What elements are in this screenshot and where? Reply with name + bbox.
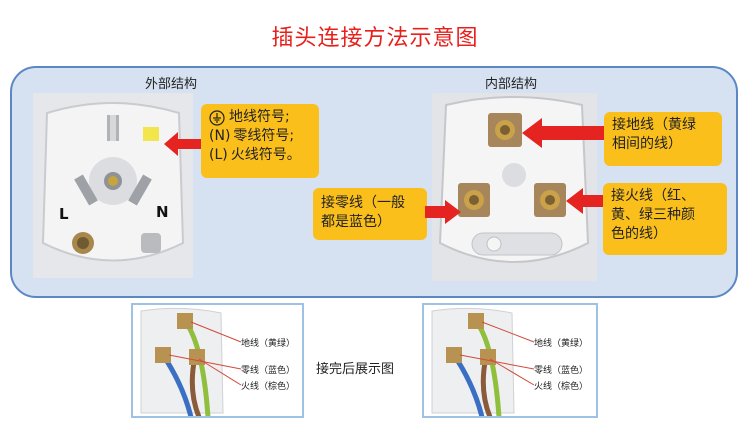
- label-l: L: [59, 205, 69, 223]
- earth-callout-line-1: 接地线（黄绿: [612, 117, 696, 133]
- page-title: 插头连接方法示意图: [271, 26, 479, 51]
- live-symbol-letter: L: [214, 147, 223, 163]
- earth-callout: 接地线（黄绿 相间的线）: [604, 112, 722, 166]
- left-live-label: 火线（棕色）: [241, 382, 296, 392]
- plug-front-illustration: [33, 93, 193, 278]
- live-symbol-text: 火线符号。: [230, 147, 301, 163]
- result-caption: 接完后展示图: [316, 362, 395, 377]
- left-earth-label: 地线（黄绿）: [241, 339, 296, 349]
- live-callout-line-3: 色的线）: [611, 226, 667, 242]
- right-neutral-label: 零线（蓝色）: [534, 366, 589, 376]
- neutral-symbol-line: (N) 零线符号;: [209, 128, 295, 144]
- neutral-symbol-letter: N: [214, 128, 225, 144]
- neutral-symbol-text: 零线符号;: [233, 128, 295, 144]
- neutral-callout-line-1: 接零线（一般: [321, 195, 405, 211]
- label-n: N: [156, 203, 169, 221]
- live-callout: 接火线（红、 黄、绿三种颜 色的线）: [603, 183, 727, 255]
- symbol-callout: 地线符号; (N) 零线符号; (L) 火线符号。: [201, 104, 319, 178]
- internal-plug-photo: [432, 93, 597, 281]
- wiring-example-left: 地线（黄绿） 零线（蓝色） 火线（棕色）: [131, 303, 304, 418]
- plug-inside-illustration: [432, 93, 597, 281]
- earth-symbol-line: 地线符号;: [209, 108, 311, 127]
- internal-heading: 内部结构: [485, 77, 538, 92]
- earth-symbol-icon: [209, 109, 225, 126]
- arrow-to-earth-terminal: [522, 118, 604, 148]
- right-live-label: 火线（棕色）: [534, 382, 589, 392]
- arrow-to-live-terminal: [566, 188, 604, 214]
- left-neutral-label: 零线（蓝色）: [241, 366, 296, 376]
- external-heading: 外部结构: [145, 77, 198, 92]
- right-earth-label: 地线（黄绿）: [534, 339, 589, 349]
- neutral-callout-line-2: 都是蓝色）: [321, 214, 391, 230]
- arrow-to-neutral-terminal: [425, 200, 461, 224]
- wiring-example-right: 地线（黄绿） 零线（蓝色） 火线（棕色）: [422, 303, 598, 418]
- neutral-callout: 接零线（一般 都是蓝色）: [313, 188, 427, 240]
- wiring-diagram-right: [431, 307, 535, 416]
- live-symbol-line: (L) 火线符号。: [209, 147, 301, 163]
- earth-callout-line-2: 相间的线）: [612, 136, 682, 152]
- live-callout-line-2: 黄、绿三种颜: [611, 207, 695, 223]
- wiring-diagram-left: [140, 307, 242, 416]
- earth-symbol-text: 地线符号;: [229, 109, 290, 125]
- live-callout-line-1: 接火线（红、: [611, 188, 695, 204]
- external-plug-photo: L N: [33, 93, 193, 278]
- arrow-to-earth-symbol: [164, 132, 204, 156]
